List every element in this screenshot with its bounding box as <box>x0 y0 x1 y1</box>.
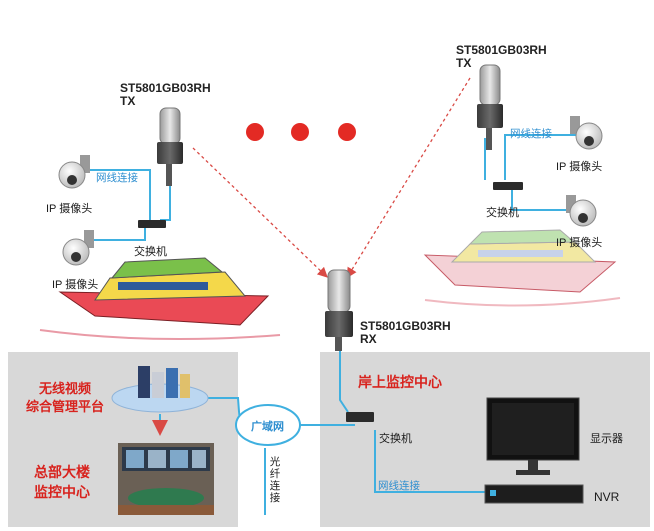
shore-center-title: 岸上监控中心 <box>358 374 442 390</box>
camera-label-2: IP 摄像头 <box>52 279 99 291</box>
platform-title-line1: 无线视频 <box>39 381 92 396</box>
server-icon <box>111 366 209 413</box>
wires <box>88 134 580 515</box>
boat-icon <box>423 229 621 307</box>
platform-title-line2: 综合管理平台 <box>26 399 105 414</box>
switch-label-shore: 交换机 <box>379 433 412 445</box>
left-tx-mode: TX <box>120 94 136 108</box>
switch-label-left: 交换机 <box>134 246 167 258</box>
red-dots <box>246 123 356 141</box>
wired-link-label-1: 网线连接 <box>96 172 138 184</box>
switch-label-right: 交换机 <box>486 207 519 219</box>
boat-icon <box>39 257 281 340</box>
right-tx-mode: TX <box>456 56 472 70</box>
fiber-link-label: 光纤连接 <box>269 456 281 504</box>
ip-camera-icon <box>58 155 90 189</box>
wireless-link-right <box>346 77 471 279</box>
cloud-icon <box>235 404 301 446</box>
switch-icon <box>493 182 523 190</box>
rx-model-name: ST5801GB03RH <box>360 319 451 333</box>
nvr-label: NVR <box>594 490 620 504</box>
switch-icon <box>346 412 374 422</box>
camera-label-1: IP 摄像头 <box>46 203 93 215</box>
right-tx-model-name: ST5801GB03RH <box>456 43 547 57</box>
left-tx-model-name: ST5801GB03RH <box>120 81 211 95</box>
control-room-image <box>118 443 214 515</box>
monitor-icon <box>486 397 580 475</box>
switch-icon <box>138 220 166 228</box>
ip-camera-icon <box>566 195 597 227</box>
antenna-icon <box>325 269 353 351</box>
left-tx-model: ST5801GB03RH TX <box>120 82 211 108</box>
antenna-icon <box>157 107 183 186</box>
hq-title: 总部大楼 监控中心 <box>34 462 90 502</box>
wan-label: 广域网 <box>251 421 284 433</box>
rx-model: ST5801GB03RH RX <box>360 320 451 346</box>
antenna-icon <box>477 64 503 150</box>
monitor-label: 显示器 <box>590 433 623 445</box>
rx-mode: RX <box>360 332 377 346</box>
hq-title-line2: 监控中心 <box>34 484 90 500</box>
hq-title-line1: 总部大楼 <box>34 464 90 480</box>
right-tx-model: ST5801GB03RH TX <box>456 44 547 70</box>
platform-title: 无线视频 综合管理平台 <box>26 380 104 416</box>
ip-camera-icon <box>62 230 94 266</box>
wired-link-label-2: 网线连接 <box>510 128 552 140</box>
camera-label-3: IP 摄像头 <box>556 161 603 173</box>
wireless-link-left <box>192 147 328 278</box>
ip-camera-icon <box>570 116 603 150</box>
nvr-icon <box>484 484 584 504</box>
camera-label-4: IP 摄像头 <box>556 237 603 249</box>
wired-link-label-3: 网线连接 <box>378 480 420 492</box>
